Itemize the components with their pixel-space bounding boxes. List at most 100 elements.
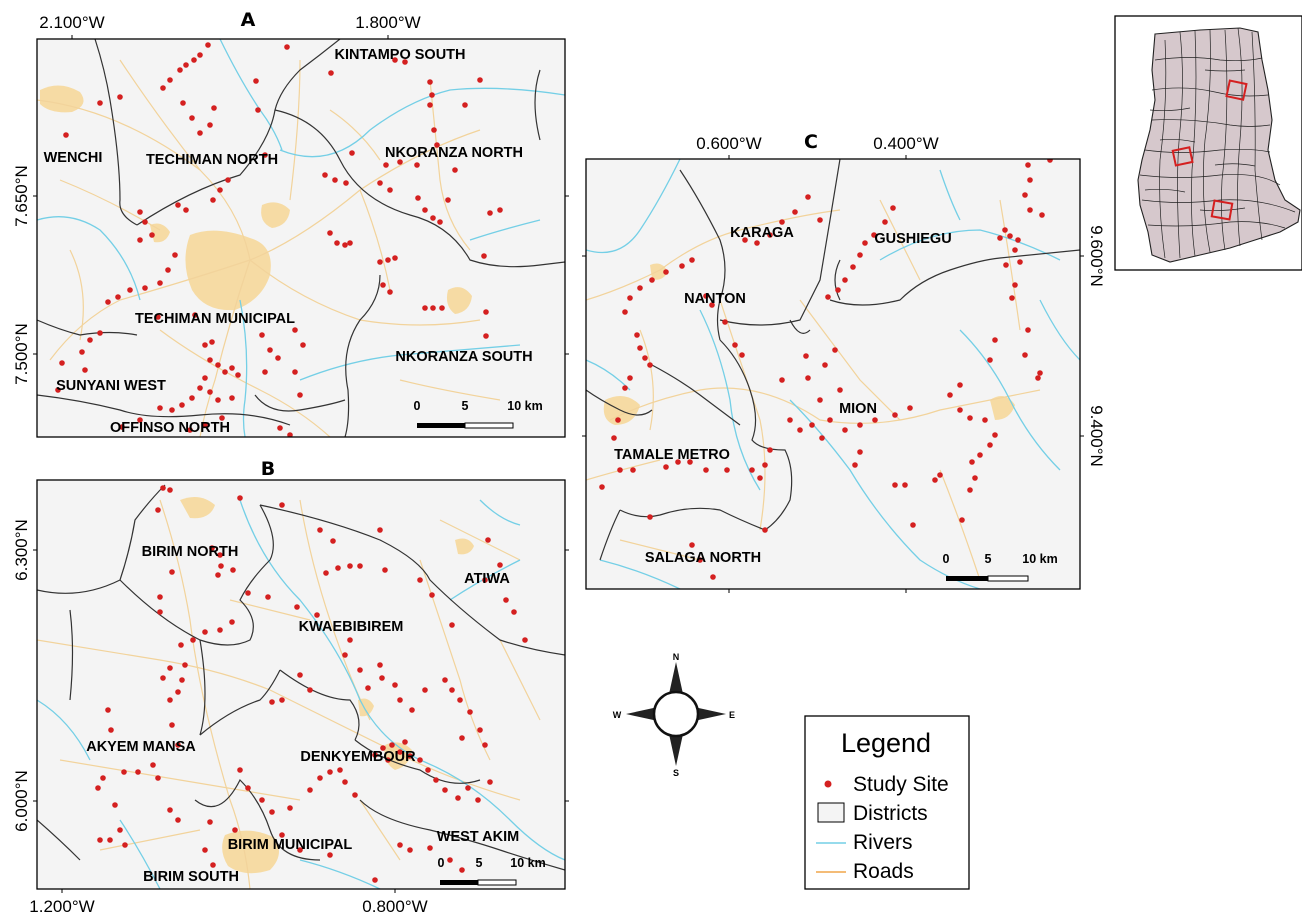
compass-north-arrow-icon [669, 662, 683, 694]
scale-label: 5 [476, 856, 483, 870]
compass-west-arrow-icon [626, 707, 658, 721]
panel-a: A 2.100°W 1.800°W 7.650°N 7.500°N KINTAM… [12, 9, 569, 438]
panel-c-background [586, 159, 1080, 589]
panel-a-district-borders [37, 39, 565, 437]
panel-a-scale-bar: 0 5 10 km [414, 399, 543, 429]
inset-site-b-box [1210, 199, 1234, 221]
ghana-outline [1137, 27, 1301, 263]
scale-label: 10 km [1022, 552, 1057, 566]
district-label: NKORANZA NORTH [385, 145, 523, 161]
panel-c-rivers [586, 159, 1080, 589]
panel-c-ticks [582, 155, 1084, 593]
panel-a-roads [37, 59, 501, 437]
district-label: GUSHIEGU [874, 231, 951, 247]
panel-c-scale-bar: 0 5 10 km [943, 552, 1058, 582]
district-label: TECHIMAN NORTH [146, 152, 278, 168]
panel-c-right-tick-1: 9.600°N [1087, 225, 1106, 287]
red-dot-icon [824, 780, 832, 788]
panel-a-ticks [33, 35, 569, 355]
panel-a-urban-areas [40, 85, 472, 314]
panel-b-district-borders [37, 484, 565, 871]
panel-c: C 0.600°W 0.400°W 9.600°N 9.400°N KARAGA… [582, 131, 1106, 593]
inset-site-a-box [1171, 146, 1194, 167]
scale-label: 5 [462, 399, 469, 413]
panel-a-rivers [37, 39, 565, 437]
panel-a-top-tick-1: 2.100°W [39, 13, 104, 32]
legend-item-rivers: Rivers [853, 831, 913, 854]
compass-s-label: S [673, 768, 679, 778]
compass-n-label: N [673, 652, 680, 662]
panel-c-top-tick-1: 0.600°W [696, 134, 761, 153]
panel-c-top-tick-2: 0.400°W [873, 134, 938, 153]
panel-b-map-content [37, 484, 565, 889]
district-label: BIRIM NORTH [142, 544, 239, 560]
compass-east-arrow-icon [694, 707, 726, 721]
district-label: TECHIMAN MUNICIPAL [135, 311, 295, 327]
panel-b-left-tick-2: 6.000°N [12, 770, 31, 832]
panel-c-roads [586, 199, 1041, 581]
district-label: WEST AKIM [437, 829, 519, 845]
legend-item-districts: Districts [853, 802, 928, 825]
panel-c-right-tick-2: 9.400°N [1087, 405, 1106, 467]
district-label: NKORANZA SOUTH [395, 349, 532, 365]
panel-b-bottom-tick-1: 1.200°W [29, 897, 94, 916]
panel-c-map-content [586, 159, 1080, 589]
panel-c-frame [585, 158, 1081, 590]
panel-c-study-sites [599, 159, 1053, 580]
compass-w-label: W [613, 710, 622, 720]
scale-label: 0 [438, 856, 445, 870]
panel-b-left-tick-1: 6.300°N [12, 519, 31, 581]
district-label: KINTAMPO SOUTH [334, 47, 465, 63]
legend-item-study-site: Study Site [853, 773, 949, 796]
inset-site-c-box [1225, 79, 1248, 101]
inset-district-lines [1139, 27, 1296, 259]
legend-item-roads: Roads [853, 860, 914, 883]
district-label: WENCHI [44, 150, 103, 166]
inset-map-content [1137, 27, 1301, 263]
scale-label: 5 [985, 552, 992, 566]
panel-b-bottom-tick-2: 0.800°W [362, 897, 427, 916]
district-label: SALAGA NORTH [645, 550, 761, 566]
panel-a-map-content [37, 39, 565, 437]
district-label: SUNYANI WEST [56, 378, 166, 394]
panel-a-frame [36, 38, 566, 438]
panel-c-label: C [804, 131, 818, 153]
panel-a-label: A [241, 9, 256, 31]
district-label: AKYEM MANSA [86, 739, 196, 755]
compass-circle-icon [652, 690, 700, 738]
district-label: OFFINSO NORTH [110, 420, 230, 436]
panel-a-left-tick-1: 7.650°N [12, 165, 31, 227]
district-label: MION [839, 401, 877, 417]
scale-label: 0 [943, 552, 950, 566]
district-label: ATIWA [464, 571, 510, 587]
panel-a-top-tick-2: 1.800°W [355, 13, 420, 32]
district-label: BIRIM SOUTH [143, 869, 239, 885]
legend: Legend Study Site Districts Rivers Roads [804, 715, 970, 890]
district-label: NANTON [684, 291, 746, 307]
district-label: KWAEBIBIREM [299, 619, 404, 635]
panel-b-frame [36, 479, 566, 890]
compass-e-label: E [729, 710, 735, 720]
scale-label: 10 km [510, 856, 545, 870]
panel-b-scale-bar: 0 5 10 km [438, 856, 546, 886]
panel-c-district-borders [586, 159, 1080, 561]
panel-b: B 1.200°W 0.800°W 6.300°N 6.000°N BIRIM … [12, 458, 569, 916]
compass-south-arrow-icon [669, 734, 683, 766]
inset-map [1114, 15, 1302, 271]
compass-rose: N S W E [613, 652, 735, 778]
district-label: TAMALE METRO [614, 447, 730, 463]
district-label: DENKYEMBOUR [300, 749, 416, 765]
scale-label: 0 [414, 399, 421, 413]
panel-b-ticks [33, 549, 569, 893]
panel-b-label: B [261, 458, 275, 480]
panel-a-study-sites [55, 42, 503, 437]
scale-label: 10 km [507, 399, 542, 413]
panel-b-study-sites [95, 485, 528, 883]
panel-a-left-tick-2: 7.500°N [12, 323, 31, 385]
district-label: KARAGA [730, 225, 794, 241]
district-label: BIRIM MUNICIPAL [228, 837, 353, 853]
district-box-icon [817, 802, 845, 823]
legend-title: Legend [841, 728, 931, 758]
